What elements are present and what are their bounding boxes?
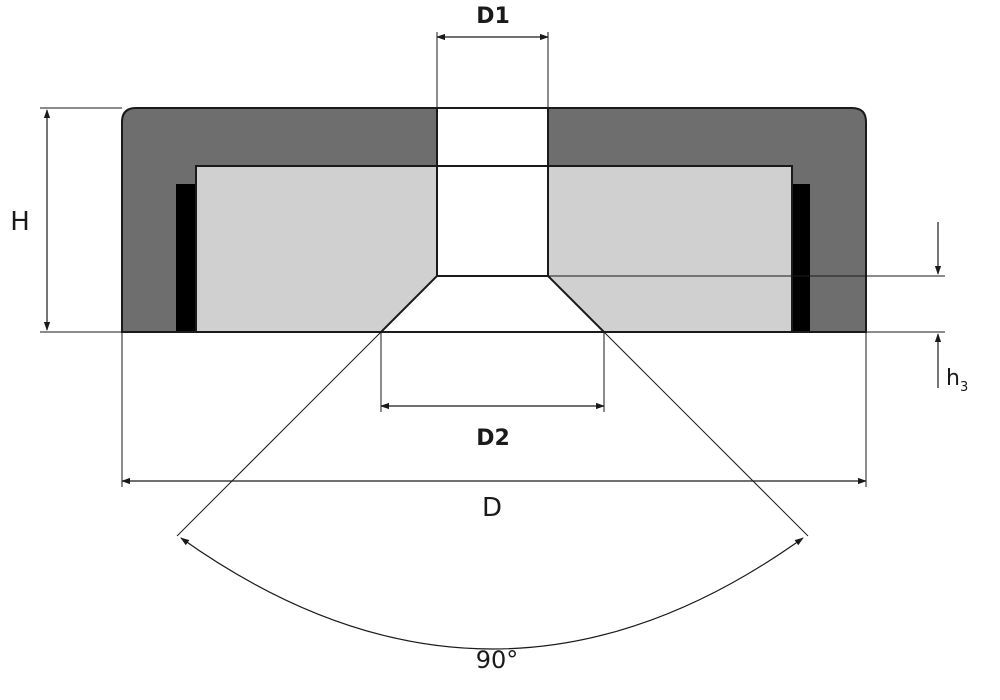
h-label: H bbox=[10, 207, 30, 237]
angle-label: 90° bbox=[476, 646, 519, 674]
d-label: D bbox=[482, 493, 502, 523]
h3-label: h3 bbox=[946, 366, 968, 395]
d2-label: D2 bbox=[476, 426, 510, 451]
angle-extension-left bbox=[176, 331, 382, 537]
h3-label-subscript: 3 bbox=[960, 380, 968, 395]
d1-label: D1 bbox=[476, 4, 510, 29]
left-spacer bbox=[176, 184, 196, 332]
angle-extension-right bbox=[603, 331, 809, 537]
angle-arc bbox=[180, 537, 804, 650]
right-spacer bbox=[792, 184, 810, 332]
h3-label-main: h bbox=[946, 366, 960, 391]
